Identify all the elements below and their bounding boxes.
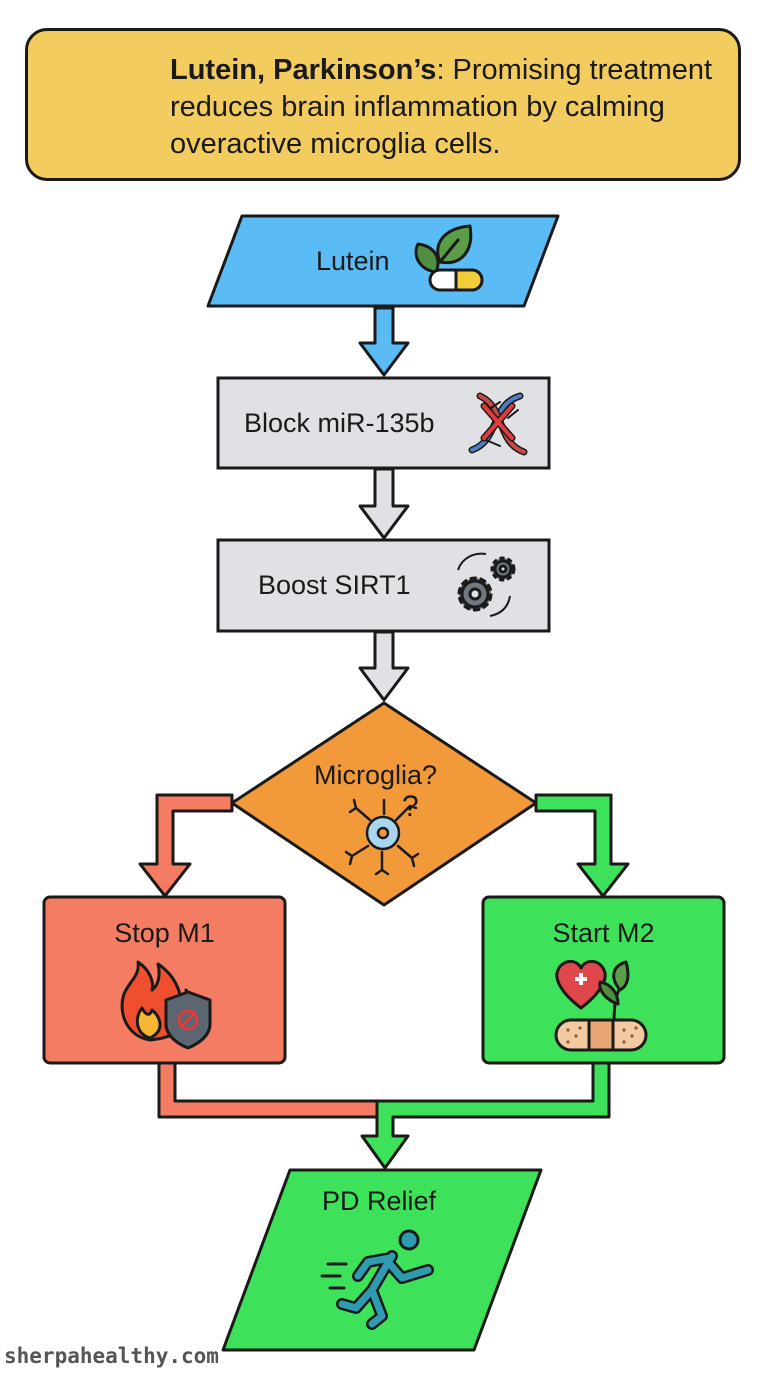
microglia-label: Microglia? — [314, 760, 438, 790]
lutein-label: Lutein — [316, 246, 390, 276]
stop-m1-label: Stop M1 — [114, 918, 215, 948]
microglia-question-mark: ? — [402, 790, 419, 823]
arrow-block-to-boost — [358, 467, 410, 540]
arrow-stop-to-relief — [157, 1061, 386, 1119]
start-m2-label: Start M2 — [552, 918, 655, 948]
arrow-start-to-relief — [360, 1061, 611, 1170]
header-title-bold: Lutein, Parkinson’s — [170, 54, 437, 86]
gears-icon — [457, 552, 516, 617]
pd-relief-label: PD Relief — [322, 1186, 437, 1216]
arrow-lutein-to-block — [358, 306, 410, 377]
arrow-decision-to-stop — [138, 793, 234, 898]
header-banner — [25, 28, 741, 181]
arrow-decision-to-start — [534, 793, 630, 898]
boost-sirt1-label: Boost SIRT1 — [258, 570, 411, 600]
arrow-boost-to-decision — [358, 630, 410, 702]
heart-sprout-bandage-icon — [554, 960, 648, 1052]
header-title-rest: : Promising treatment reduces brain infl… — [170, 54, 713, 160]
fire-shield-icon — [120, 960, 212, 1050]
block-mir135b-label: Block miR-135b — [244, 408, 435, 438]
leaf-pill-icon — [414, 224, 484, 292]
dna-blocked-icon — [468, 392, 528, 456]
footer-watermark: sherpahealthy.com — [4, 1344, 219, 1368]
header-title: Lutein, Parkinson’s: Promising treatment… — [170, 52, 730, 163]
microglia-cell-icon — [344, 798, 420, 876]
runner-icon — [320, 1229, 434, 1330]
